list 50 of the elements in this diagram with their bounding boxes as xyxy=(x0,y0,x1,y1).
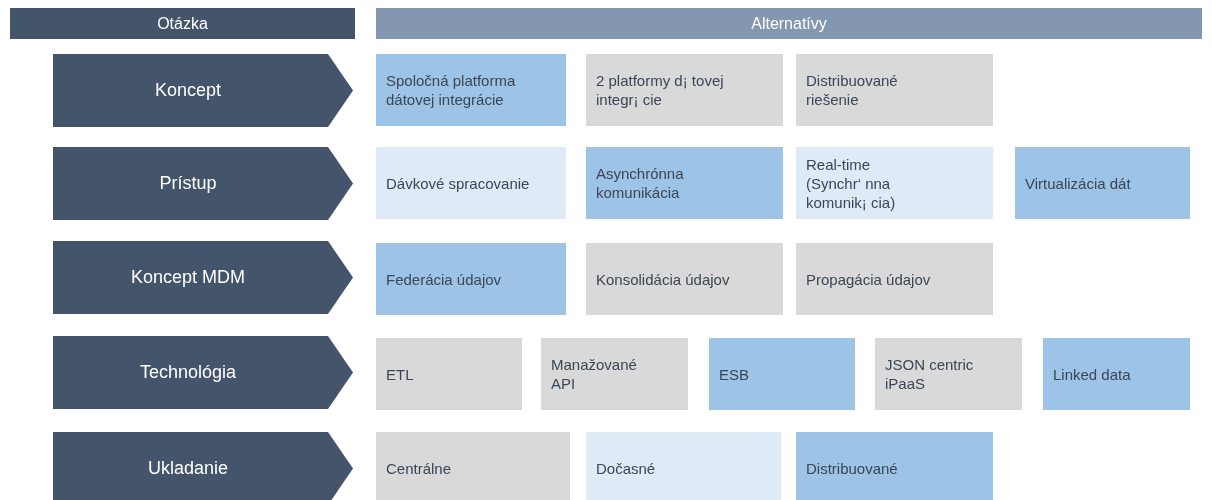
header-band xyxy=(376,8,1202,39)
option-label: Virtualizácia dát xyxy=(1025,173,1131,193)
option-box xyxy=(1043,338,1190,410)
question-label: Ukladanie xyxy=(147,459,229,478)
option-label: Asynchrónna komunikácia xyxy=(596,164,685,202)
option-box xyxy=(376,147,566,219)
option-box xyxy=(796,243,993,315)
question-banner xyxy=(53,336,353,409)
option-box xyxy=(586,243,783,315)
option-label: Centrálne xyxy=(386,458,452,478)
option-box xyxy=(376,338,522,410)
option-box xyxy=(709,338,855,410)
option-label: 2 platformy d¡ tovej integr¡ cie xyxy=(596,71,725,109)
option-box xyxy=(586,432,781,500)
question-banner xyxy=(53,147,353,220)
option-box xyxy=(875,338,1022,410)
option-box xyxy=(541,338,688,410)
question-banner xyxy=(53,54,353,127)
option-label: Spoločná platforma dátovej integrácie xyxy=(386,71,517,109)
option-label: JSON centric iPaaS xyxy=(885,355,975,393)
question-label: Prístup xyxy=(159,174,217,193)
option-box xyxy=(376,432,570,500)
option-label: ETL xyxy=(386,364,414,384)
option-box xyxy=(376,243,566,315)
option-label: Distribuované riešenie xyxy=(806,71,899,109)
option-label: ESB xyxy=(719,364,749,384)
option-label: Propagácia údajov xyxy=(806,269,931,289)
option-box xyxy=(796,147,993,219)
header-band xyxy=(10,8,355,39)
option-label: Linked data xyxy=(1053,364,1131,384)
question-label: Koncept xyxy=(154,81,222,100)
option-box xyxy=(586,147,783,219)
option-label: Distribuované xyxy=(806,458,898,478)
option-box xyxy=(1015,147,1190,219)
option-label: Dávkové spracovanie xyxy=(386,173,530,193)
header-label: Alternatívy xyxy=(751,14,827,33)
option-box xyxy=(376,54,566,126)
option-label: Real-time (Synchr‘ nna komunik¡ cia) xyxy=(806,154,897,212)
question-label: Koncept MDM xyxy=(130,268,245,287)
question-banner xyxy=(53,432,353,500)
option-label: Konsolidácia údajov xyxy=(596,269,730,289)
option-label: Dočasné xyxy=(596,458,656,478)
option-label: Manažované API xyxy=(551,355,638,393)
header-label: Otázka xyxy=(157,14,208,33)
option-box xyxy=(796,432,993,500)
option-box xyxy=(796,54,993,126)
question-banner xyxy=(53,241,353,314)
question-label: Technológia xyxy=(139,363,237,382)
option-box xyxy=(586,54,783,126)
option-label: Federácia údajov xyxy=(386,269,502,289)
